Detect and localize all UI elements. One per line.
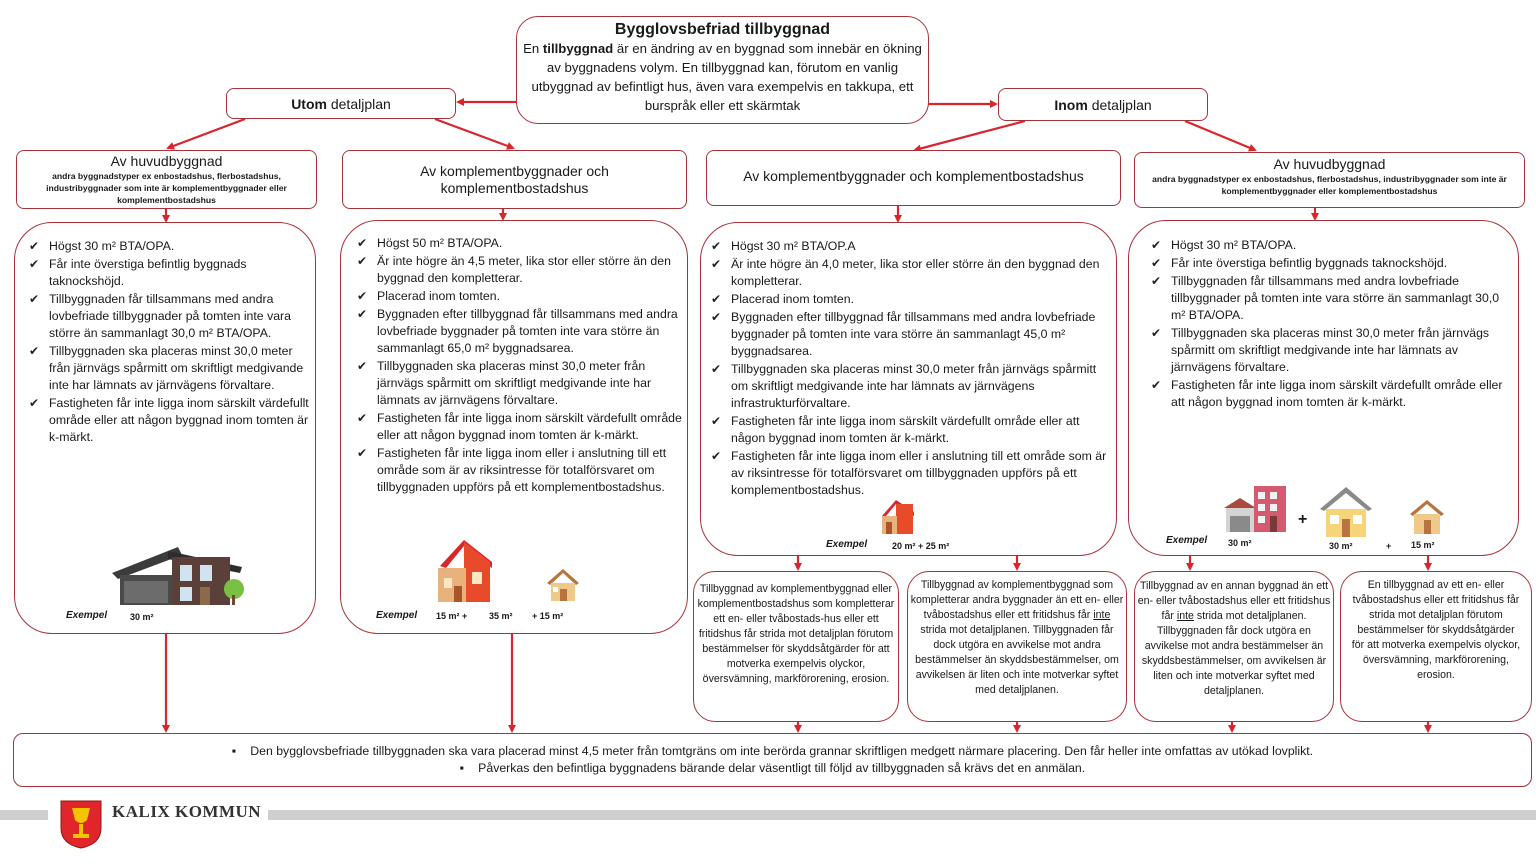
rule-item: Är inte högre än 4,5 meter, lika stor el… [355,253,683,287]
house-modern-icon [112,547,244,605]
rule-item: Byggnaden efter tillbyggnad får tillsamm… [355,306,683,357]
house-red-icon [438,540,492,602]
general-rule-item: Den bygglovsbefriade tillbyggnaden ska v… [14,743,1531,760]
rule-item: Placerad inom tomten. [709,291,1116,308]
example-label: Exempel [826,539,868,550]
utom-detaljplan-box: Utom detaljplan [226,88,456,119]
rule-item: Högst 30 m² BTA/OPA. [27,238,313,255]
intro-text: En tillbyggnad är en ändring av en byggn… [523,41,922,113]
rule-item: Tillbyggnaden får tillsammans med andra … [27,291,313,342]
dp-note-2: Tillbyggnad av komplementbyggnad som kom… [907,571,1127,722]
example-value: 35 m² [489,611,513,621]
rule-item: Tillbyggnaden får tillsammans med andra … [1149,273,1516,324]
example-value: 30 m² [1329,541,1353,551]
dp-note-1: Tillbyggnad av komplementbyggnad eller k… [693,571,899,722]
example-label: Exempel [1166,535,1208,546]
example-label: Exempel [66,610,108,621]
page-title: Bygglovsbefriad tillbyggnad [614,21,831,38]
col1-rules: Högst 30 m² BTA/OPA. Får inte överstiga … [14,222,316,634]
example-value: 15 m² [1411,540,1435,550]
rule-item: Tillbyggnaden ska placeras minst 30,0 me… [27,343,313,394]
col1-header: Av huvudbyggnad andra byggnadstyper ex e… [16,150,317,209]
col3-header: Av komplementbyggnader och komplementbos… [706,150,1121,206]
example-label: Exempel [376,610,418,621]
rule-item: Fastigheten får inte ligga inom särskilt… [709,413,1116,447]
rule-item: Fastigheten får inte ligga inom särskilt… [1149,377,1516,411]
small-house-icon [547,569,579,601]
rule-item: Är inte högre än 4,0 meter, lika stor el… [709,256,1116,290]
rule-item: Får inte överstiga befintlig byggnads ta… [27,256,313,290]
divider-bar-right [268,810,1536,820]
example-value: + 15 m² [532,611,564,621]
title-box: Bygglovsbefriad tillbyggnad En tillbyggn… [516,16,929,124]
house-yellow-icon [1320,487,1372,537]
rule-item: Placerad inom tomten. [355,288,683,305]
dp-note-4: En tillbyggnad av ett en- eller tvåbosta… [1340,571,1532,722]
plus-sign: + [1298,511,1308,528]
dp-note-3: Tillbyggnad av en annan byggnad än ett e… [1134,571,1334,722]
example-value: 20 m² + 25 m² [892,541,950,551]
rule-item: Fastigheten får inte ligga inom särskilt… [27,395,313,446]
example-value: 30 m² [1228,538,1252,548]
rule-item: Tillbyggnaden ska placeras minst 30,0 me… [1149,325,1516,376]
house-red-small-icon [882,500,914,534]
inom-detaljplan-box: Inom detaljplan [998,88,1208,121]
example-value: 15 m² + [436,611,468,621]
rule-item: Får inte överstiga befintlig byggnads ta… [1149,255,1516,272]
col2-rules: Högst 50 m² BTA/OPA. Är inte högre än 4,… [340,220,688,634]
rule-item: Högst 50 m² BTA/OPA. [355,235,683,252]
rule-item: Fastigheten får inte ligga inom eller i … [709,448,1116,499]
col2-header: Av komplementbyggnader och komplementbos… [342,150,687,209]
example-value: + [1386,541,1392,551]
rule-item: Fastigheten får inte ligga inom särskilt… [355,410,683,444]
rule-item: Högst 30 m² BTA/OPA. [1149,237,1516,254]
rule-item: Fastigheten får inte ligga inom eller i … [355,445,683,496]
general-rules-box: Den bygglovsbefriade tillbyggnaden ska v… [13,733,1532,787]
col4-header: Av huvudbyggnad andra byggnadstyper ex e… [1134,152,1525,208]
small-house-icon [1410,500,1444,534]
rule-item: Byggnaden efter tillbyggnad får tillsamm… [709,309,1116,360]
rule-item: Tillbyggnaden ska placeras minst 30,0 me… [709,361,1116,412]
rule-item: Högst 30 m² BTA/OP.A [709,238,1116,255]
kalix-coat-of-arms-icon [60,800,102,849]
divider-bar-left [0,810,48,820]
general-rule-item: Påverkas den befintliga byggnadens bäran… [14,760,1531,777]
col4-rules: Högst 30 m² BTA/OPA. Får inte överstiga … [1128,220,1519,556]
rule-item: Tillbyggnaden ska placeras minst 30,0 me… [355,358,683,409]
kalix-kommun-logo: KALIX KOMMUN [112,802,262,821]
col3-rules: Högst 30 m² BTA/OP.A Är inte högre än 4,… [700,222,1117,556]
example-value: 30 m² [130,612,154,622]
apartment-building-icon [1224,486,1286,532]
